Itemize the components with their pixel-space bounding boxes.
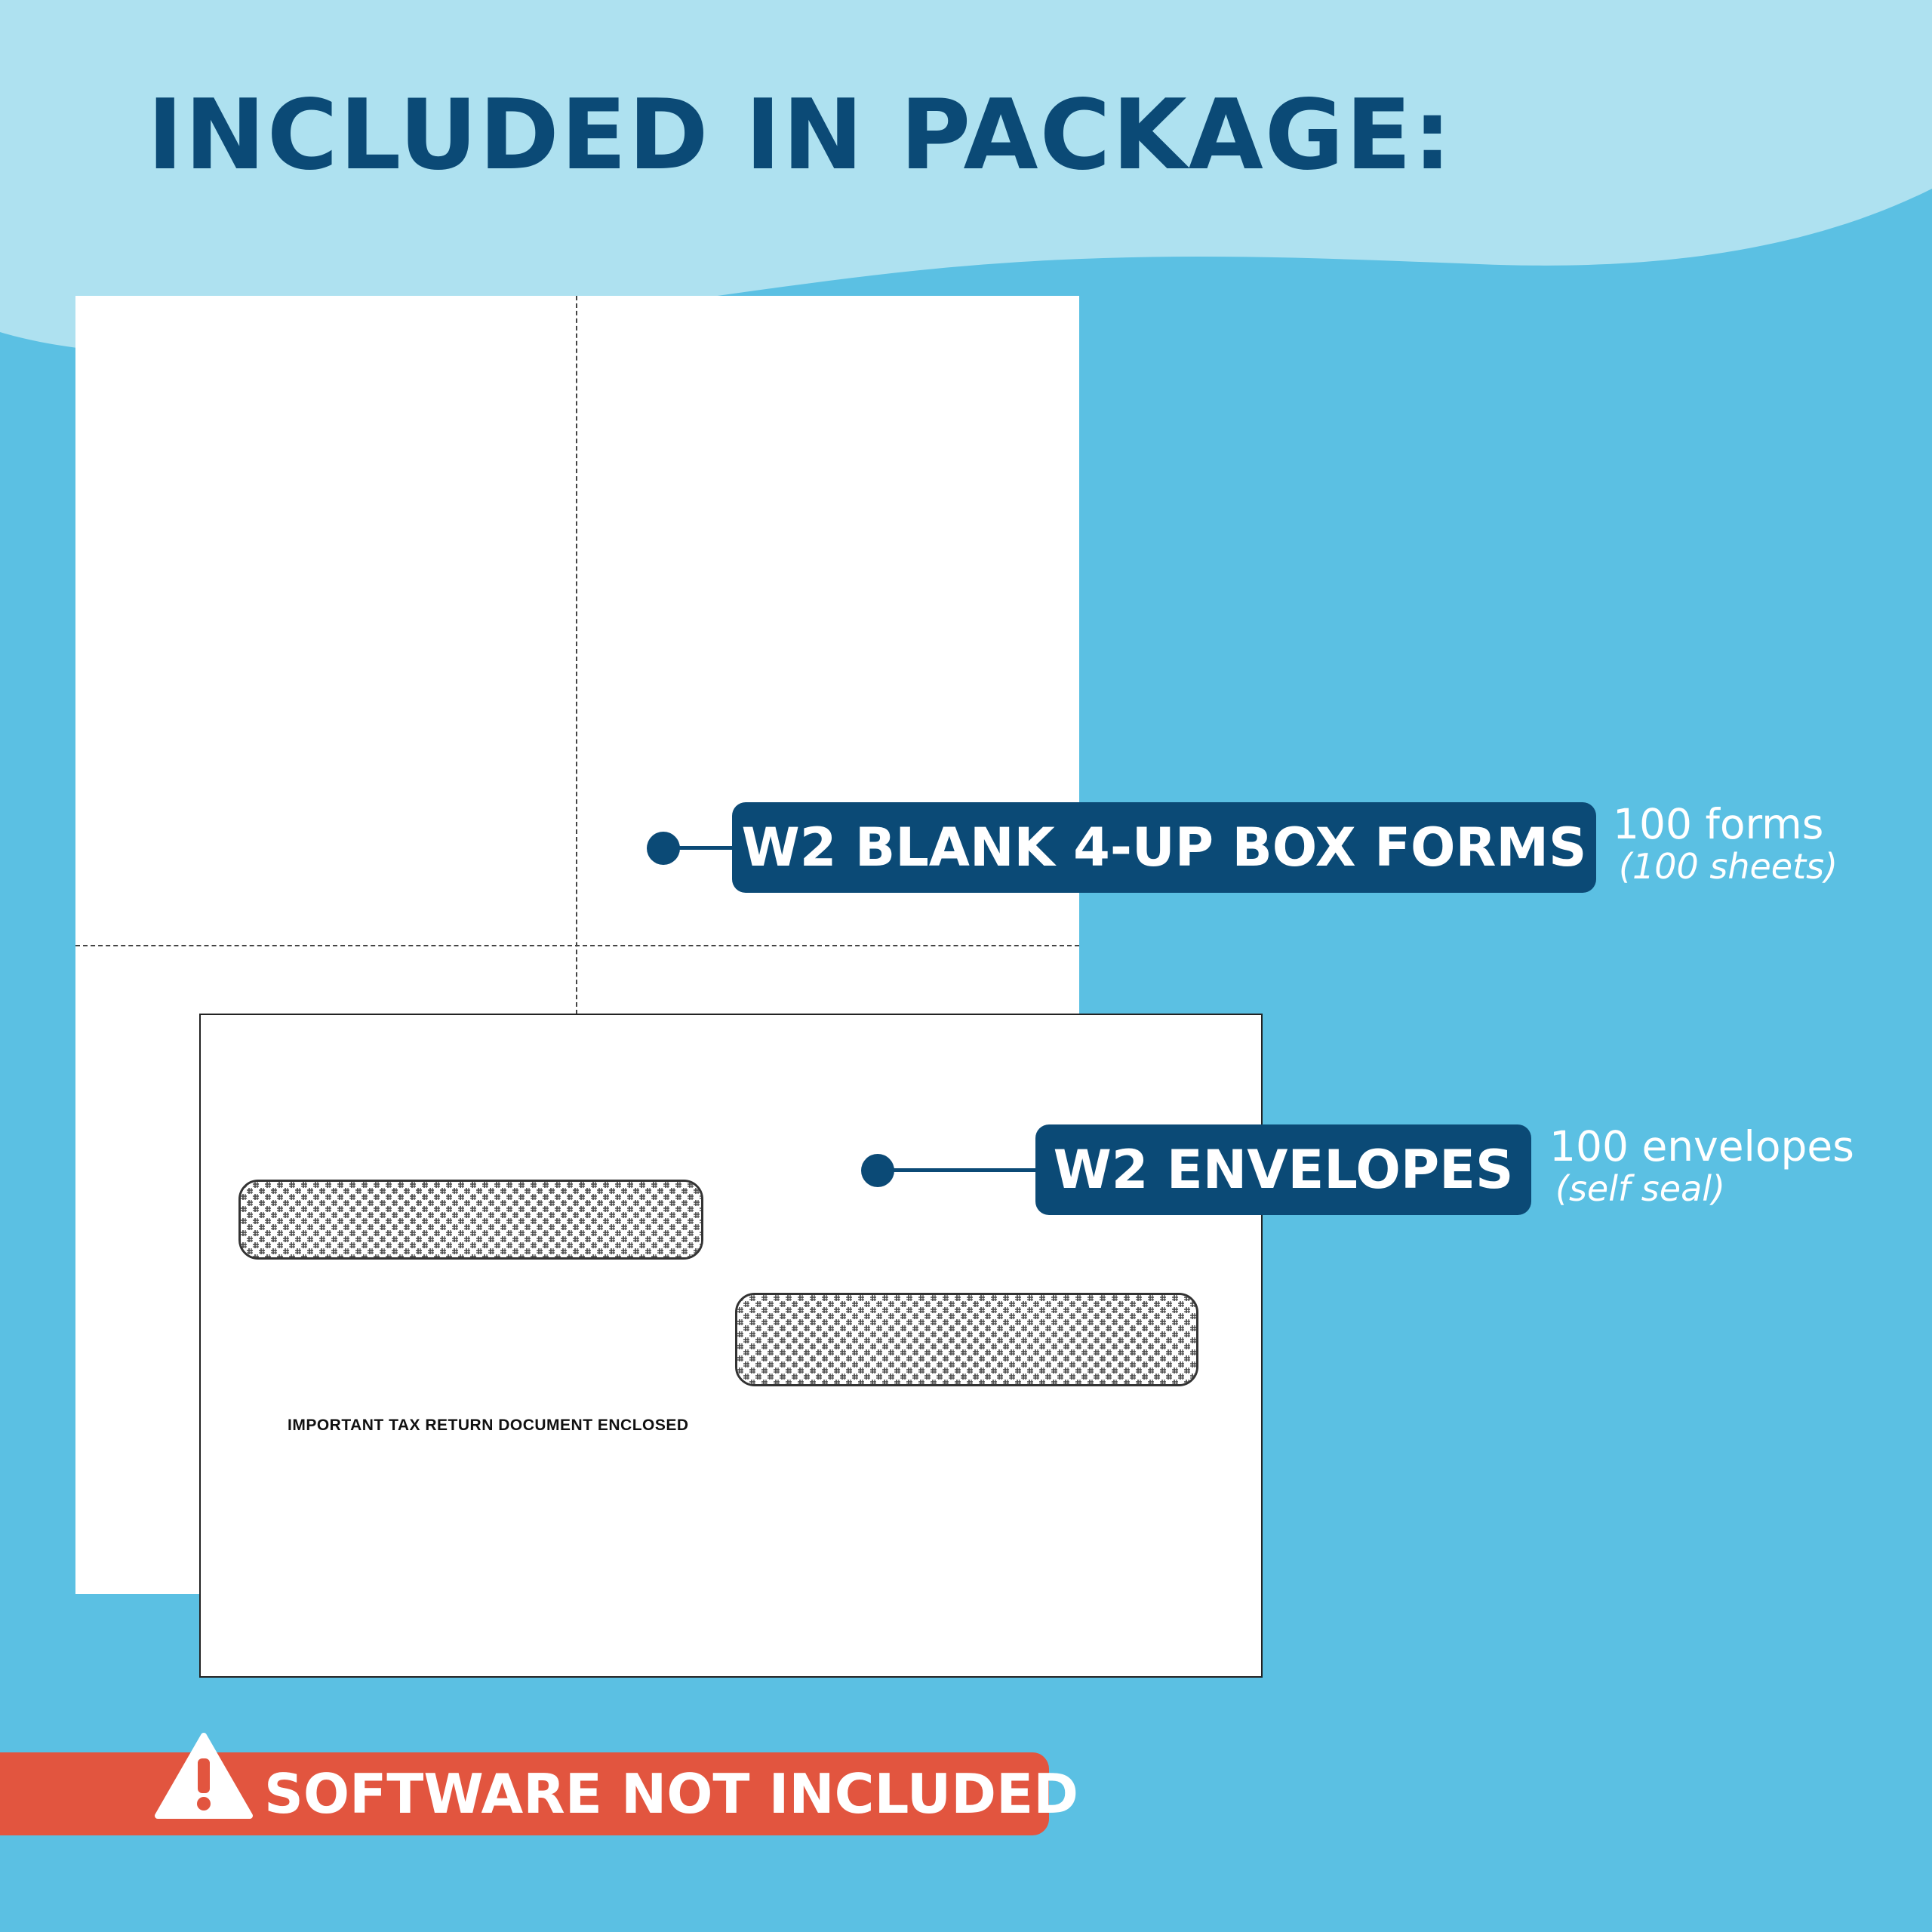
warning-text: SOFTWARE NOT INCLUDED (264, 1762, 1078, 1826)
envelope-print-text: IMPORTANT TAX RETURN DOCUMENT ENCLOSED (288, 1417, 689, 1434)
horizontal-perforation-line (75, 945, 1079, 946)
forms-quantity-detail: (100 sheets) (1619, 846, 1838, 887)
w2-envelope: IMPORTANT TAX RETURN DOCUMENT ENCLOSED (199, 1014, 1263, 1678)
envelopes-quantity-count: 100 envelopes (1549, 1122, 1854, 1171)
forms-callout-line (664, 846, 732, 850)
software-not-included-banner: SOFTWARE NOT INCLUDED (0, 1733, 1078, 1835)
forms-label: W2 BLANK 4-UP BOX FORMS (732, 802, 1596, 893)
envelopes-label: W2 ENVELOPES (1035, 1124, 1531, 1215)
page-title: INCLUDED IN PACKAGE: (147, 79, 1454, 192)
forms-quantity: 100 forms (100 sheets) (1613, 801, 1838, 886)
envelope-window-bottom (735, 1293, 1198, 1386)
envelope-window-top (238, 1180, 703, 1260)
vertical-perforation-line (576, 296, 577, 1014)
forms-quantity-count: 100 forms (1613, 800, 1824, 848)
envelopes-quantity: 100 envelopes (self seal) (1549, 1124, 1854, 1208)
envelopes-quantity-detail: (self seal) (1555, 1168, 1725, 1209)
envelopes-callout-line (878, 1168, 1036, 1172)
warning-triangle-icon (155, 1733, 253, 1819)
background-wave (0, 0, 1932, 355)
